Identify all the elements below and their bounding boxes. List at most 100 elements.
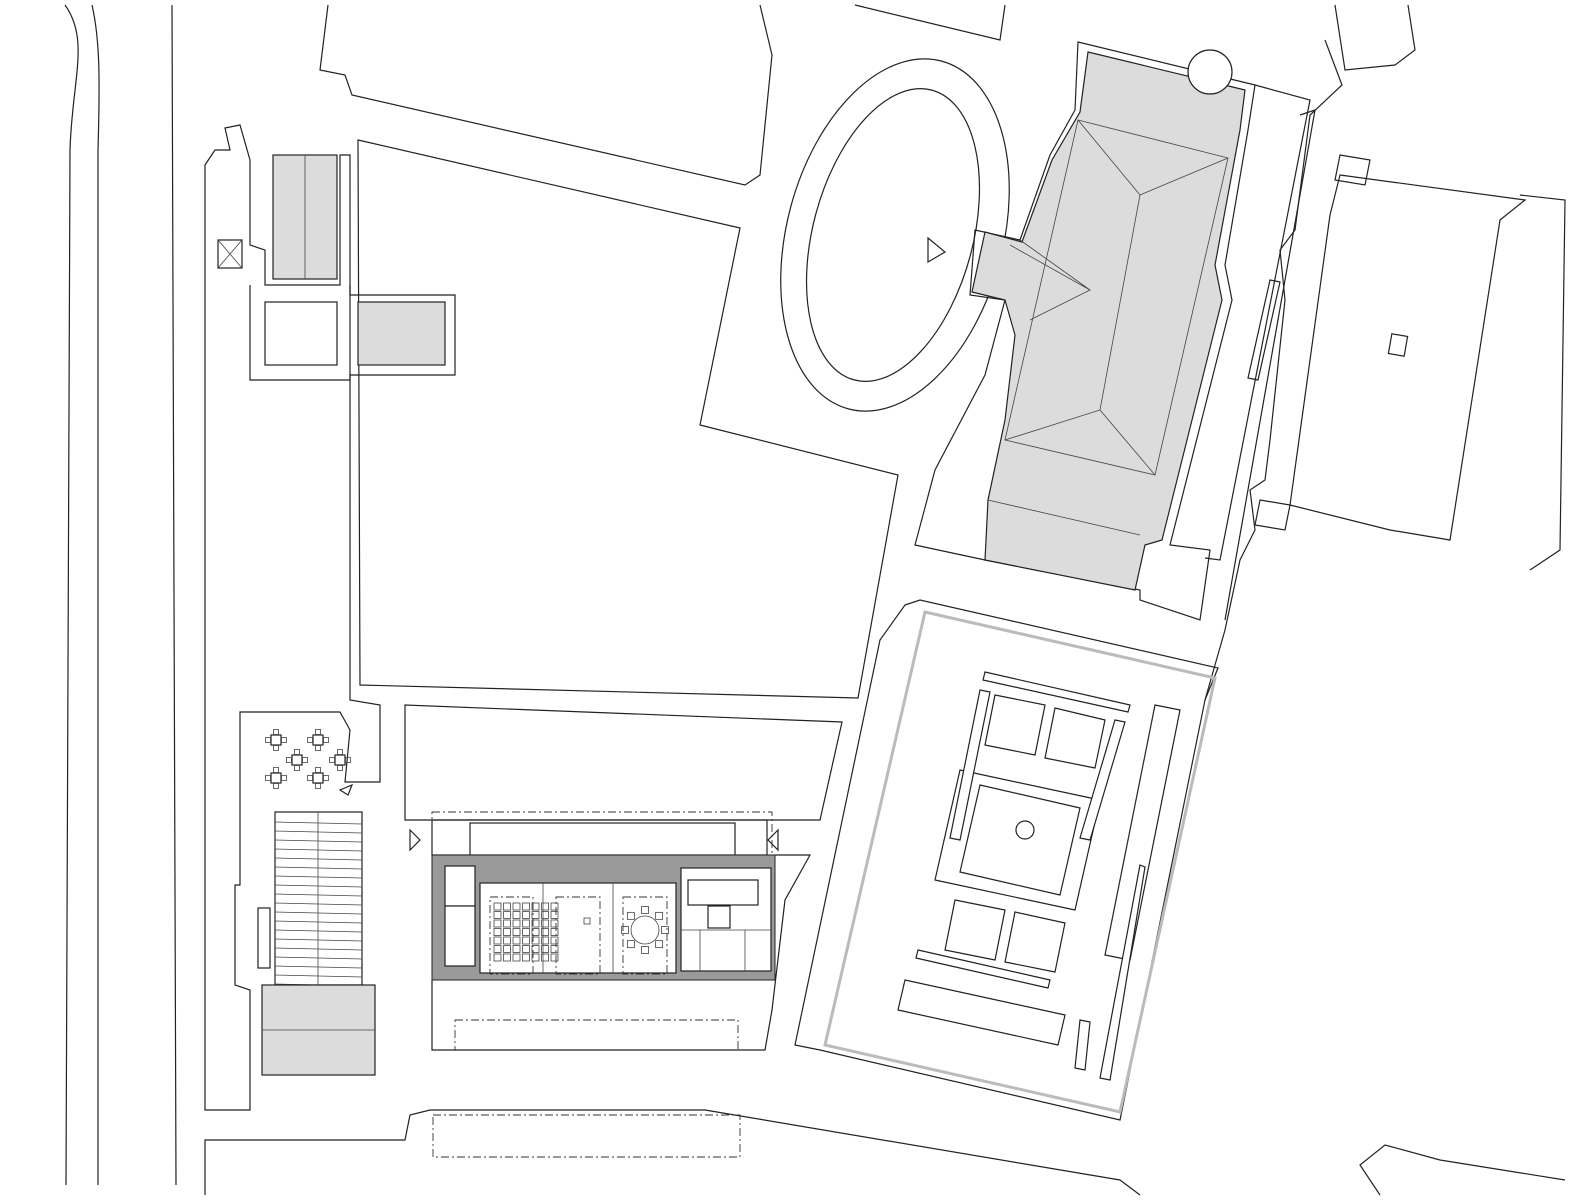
chair: [315, 783, 321, 789]
seat: [522, 928, 530, 936]
seat: [550, 928, 559, 936]
chair: [345, 757, 351, 763]
seat: [503, 902, 511, 911]
seat: [655, 911, 664, 920]
chair: [302, 757, 308, 763]
roof-stripe: [274, 947, 363, 951]
roof-stripes: [274, 821, 363, 987]
roof-stripe: [274, 866, 363, 870]
chair: [286, 757, 292, 763]
roof-stripe: [274, 911, 363, 915]
seat: [493, 936, 502, 945]
footpaths: [204, 4, 1566, 1196]
seat: [531, 953, 540, 962]
table: [334, 754, 346, 766]
roof-stripe: [274, 902, 363, 906]
seat: [661, 926, 669, 934]
seat: [503, 919, 511, 928]
seat: [626, 940, 635, 949]
roof-stripe: [274, 839, 363, 843]
seat: [522, 902, 530, 911]
chair: [281, 737, 287, 743]
seat: [550, 919, 559, 928]
roof-stripe: [274, 875, 363, 879]
seat: [550, 945, 559, 953]
seat: [522, 945, 530, 953]
west-building: [257, 729, 376, 1076]
outbuildings-north: [217, 154, 446, 366]
table: [270, 772, 282, 784]
seat: [531, 902, 540, 911]
seat: [493, 911, 502, 919]
seat: [531, 945, 540, 953]
table: [291, 754, 303, 766]
seat: [493, 919, 502, 928]
roof-stripe: [274, 920, 363, 924]
seat: [550, 953, 559, 962]
table: [312, 772, 324, 784]
seat: [512, 928, 521, 936]
seat: [522, 936, 530, 945]
road-edges: [64, 4, 177, 1186]
seat: [512, 919, 521, 928]
seat: [503, 945, 511, 953]
roof-stripe: [274, 956, 363, 960]
seat: [503, 911, 511, 919]
seat: [512, 911, 521, 919]
entrance-arrow-icon: [338, 783, 354, 796]
seat: [522, 953, 530, 962]
table: [270, 734, 282, 746]
chair: [273, 767, 279, 773]
chair: [307, 737, 313, 743]
roof-stripe: [274, 830, 363, 834]
seat: [503, 936, 511, 945]
entrance-arrow-icon: [927, 236, 947, 264]
seat: [550, 911, 559, 919]
chair: [337, 749, 343, 755]
seat: [493, 928, 502, 936]
auditorium-seats: [493, 902, 669, 962]
chair: [273, 729, 279, 735]
roof-stripe: [274, 965, 363, 969]
new-building: [409, 811, 812, 1158]
seat: [493, 902, 502, 911]
seat: [512, 936, 521, 945]
chair: [329, 757, 335, 763]
seat: [512, 945, 521, 953]
seat: [541, 936, 549, 945]
seat: [493, 953, 502, 962]
chair: [265, 737, 271, 743]
entrance-arrow-icon: [409, 828, 421, 852]
seat: [655, 940, 664, 949]
seat: [512, 902, 521, 911]
seat: [512, 953, 521, 962]
seat: [641, 906, 649, 914]
chair: [273, 745, 279, 751]
seat: [531, 936, 540, 945]
lectern: [583, 917, 591, 925]
chair: [315, 729, 321, 735]
seat: [541, 953, 549, 962]
chair: [323, 737, 329, 743]
seat: [641, 946, 649, 954]
chair: [273, 783, 279, 789]
chair: [294, 765, 300, 771]
seat: [503, 953, 511, 962]
seat: [621, 926, 629, 934]
chair: [315, 745, 321, 751]
seat: [531, 911, 540, 919]
seat: [541, 919, 549, 928]
terrace: [1204, 84, 1371, 621]
seat: [550, 902, 559, 911]
table: [312, 734, 324, 746]
seat: [550, 936, 559, 945]
seat: [522, 911, 530, 919]
roof-stripe: [274, 929, 363, 933]
roof-stripe: [274, 974, 363, 978]
cafe-tables: [265, 729, 351, 789]
roof-stripe: [274, 848, 363, 852]
seat: [541, 945, 549, 953]
roof-stripe: [274, 884, 363, 888]
chair: [265, 775, 271, 781]
